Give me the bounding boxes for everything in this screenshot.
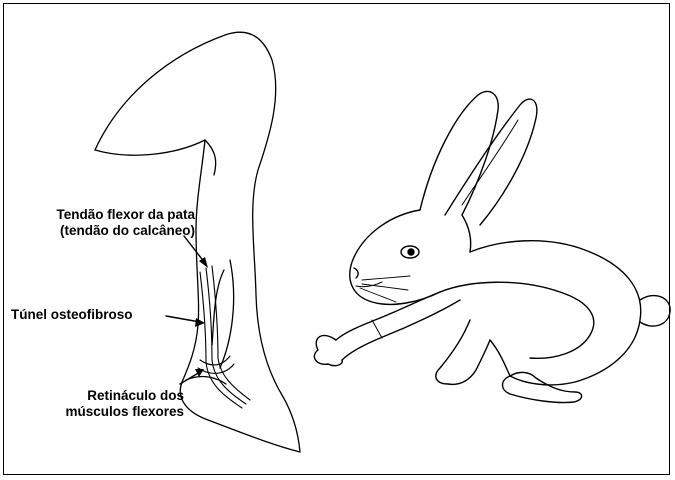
tendon-label: Tendão flexor da pata (tendão do calcâne…: [56, 207, 195, 239]
retinaculum-label-line1: Retináculo dos: [65, 388, 184, 404]
rabbit-drawing: [314, 91, 670, 402]
label-arrows: [166, 236, 208, 384]
tendon-label-line1: Tendão flexor da pata: [56, 207, 195, 223]
retinaculum-label: Retináculo dos músculos flexores: [65, 388, 184, 420]
tunnel-label: Túnel osteofibroso: [11, 307, 133, 323]
retinaculum-label-line2: músculos flexores: [65, 404, 184, 420]
tendon-label-line2: (tendão do calcâneo): [56, 223, 195, 239]
tunnel-label-line1: Túnel osteofibroso: [11, 307, 133, 323]
tendon-structure: [198, 266, 250, 408]
